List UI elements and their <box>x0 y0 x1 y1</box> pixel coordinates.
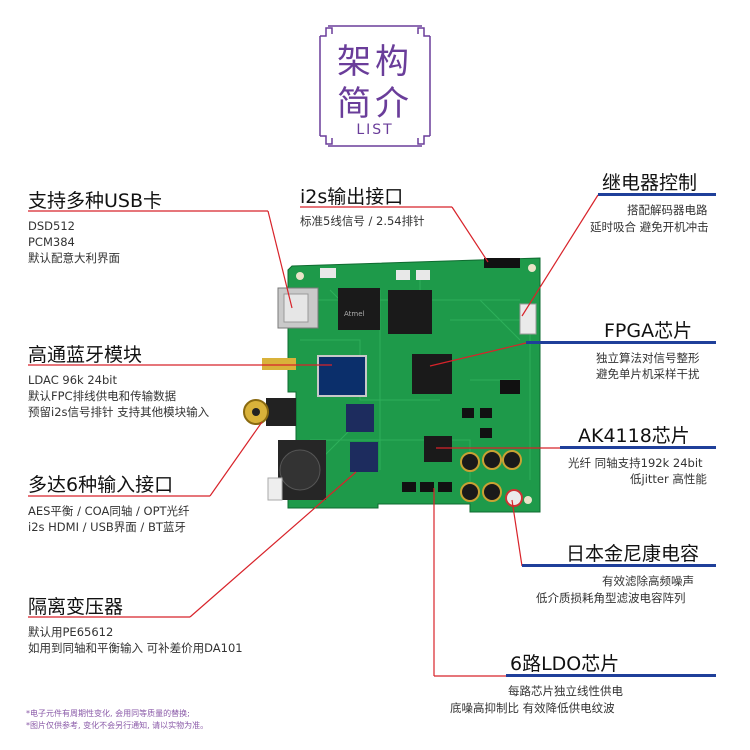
transformer-line-1: 默认用PE65612 <box>28 625 114 639</box>
pcb-board: Atmel <box>243 257 541 513</box>
fpga-title: FPGA芯片 <box>604 320 693 342</box>
usb-line-2: PCM384 <box>28 235 75 249</box>
title-frame: 架构 简介 LIST <box>318 24 432 148</box>
bluetooth-line-3: 预留i2s信号排针 支持其他模块输入 <box>28 405 210 419</box>
capacitor-line-2: 低介质损耗角型滤波电容阵列 <box>536 591 686 605</box>
note-line-2: *图片仅供参考, 变化不会另行通知, 请以实物为准。 <box>26 721 209 730</box>
note-line-1: *电子元件有周期性变化, 会用同等质量的替换; <box>26 709 190 718</box>
relay-line-1: 搭配解码器电路 <box>627 203 708 217</box>
transformer-title: 隔离变压器 <box>28 596 124 618</box>
i2s-line-1: 标准5线信号 / 2.54排针 <box>300 214 425 228</box>
ak4118-bar <box>560 446 716 449</box>
bluetooth-line-2: 默认FPC排线供电和传输数据 <box>28 389 177 403</box>
fpga-line-2: 避免单片机采样干扰 <box>596 367 700 381</box>
relay-bar <box>598 193 716 196</box>
ak4118-line-1: 光纤 同轴支持192k 24bit <box>568 456 703 470</box>
transformer-line-2: 如用到同轴和平衡输入 可补差价用DA101 <box>28 641 243 655</box>
relay-title: 继电器控制 <box>602 172 698 194</box>
relay-line-2: 延时吸合 避免开机冲击 <box>590 220 709 234</box>
ldo-title: 6路LDO芯片 <box>510 653 620 675</box>
ak4118-line-2: 低jitter 高性能 <box>630 472 707 486</box>
inputs-title: 多达6种输入接口 <box>28 474 174 496</box>
usb-title: 支持多种USB卡 <box>28 190 163 212</box>
inputs-line-2: i2s HDMI / USB界面 / BT蓝牙 <box>28 520 186 534</box>
fpga-line-1: 独立算法对信号整形 <box>596 351 700 365</box>
title-line-1: 架构 <box>337 42 413 82</box>
bluetooth-title: 高通蓝牙模块 <box>28 344 143 366</box>
title-line-2: 简介 <box>337 84 413 124</box>
capacitor-title: 日本金尼康电容 <box>566 543 700 565</box>
usb-line-1: DSD512 <box>28 219 75 233</box>
capacitor-bar <box>522 564 716 567</box>
capacitor-line-1: 有效滤除高频噪声 <box>602 574 694 588</box>
bluetooth-line-1: LDAC 96k 24bit <box>28 373 117 387</box>
title-sub: LIST <box>356 122 394 138</box>
fpga-bar <box>526 341 716 344</box>
title-frame-border <box>319 25 431 147</box>
i2s-title: i2s输出接口 <box>300 186 404 208</box>
ak4118-title: AK4118芯片 <box>578 425 690 447</box>
ldo-bar <box>506 674 716 677</box>
chip-label: Atmel <box>344 310 365 318</box>
leader-lines <box>28 194 599 677</box>
inputs-line-1: AES平衡 / COA同轴 / OPT光纤 <box>28 504 190 518</box>
ldo-line-2: 底噪高抑制比 有效降低供电纹波 <box>450 701 615 715</box>
usb-line-3: 默认配意大利界面 <box>28 251 120 265</box>
ldo-line-1: 每路芯片独立线性供电 <box>508 684 623 698</box>
